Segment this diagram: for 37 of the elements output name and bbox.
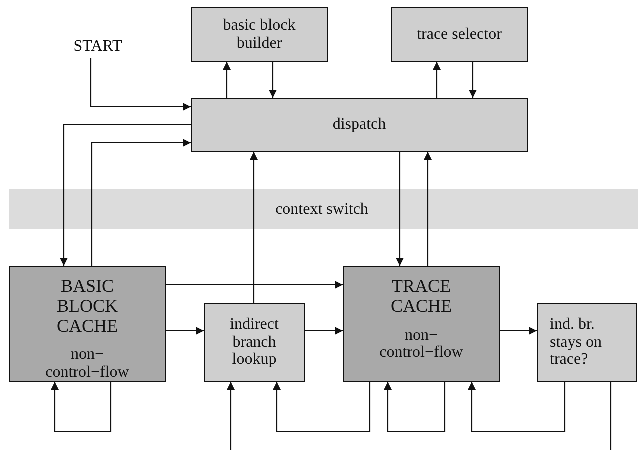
arrow <box>433 62 441 98</box>
arrow <box>166 281 343 289</box>
node-title: ind. br. stays on trace? <box>550 316 603 369</box>
process-box <box>537 303 637 382</box>
process-box <box>191 7 328 62</box>
arrow <box>60 124 191 266</box>
arrow <box>227 382 235 450</box>
arrow <box>384 382 446 433</box>
arrow <box>469 62 477 98</box>
arrow <box>396 152 404 266</box>
arrow <box>424 152 432 266</box>
node-title: BASIC BLOCK CACHE <box>56 277 119 336</box>
arrow <box>51 382 112 433</box>
arrow <box>305 327 343 335</box>
node-title: basic block builder <box>222 16 297 52</box>
arrow <box>166 327 204 335</box>
arrow <box>90 58 191 111</box>
arrow <box>269 62 277 98</box>
arrow <box>250 152 258 303</box>
cache-box <box>343 266 500 382</box>
context-switch-label: context switch <box>274 201 370 219</box>
node-title: dispatch <box>332 116 386 134</box>
cache-box <box>9 266 166 382</box>
process-box <box>191 98 528 152</box>
node-subtitle: non− control−flow <box>378 326 464 362</box>
process-box <box>391 7 528 62</box>
arrow <box>273 382 371 433</box>
arrow <box>223 62 231 98</box>
arrow <box>468 382 566 433</box>
arrow <box>91 139 191 266</box>
process-box <box>204 303 305 382</box>
node-subtitle: non− control−flow <box>44 346 130 382</box>
node-title: START <box>74 38 122 56</box>
node-title: trace selector <box>417 26 502 44</box>
node-title: TRACE CACHE <box>390 277 453 317</box>
node-title: indirect branch lookup <box>229 316 280 369</box>
arrow <box>500 327 537 335</box>
